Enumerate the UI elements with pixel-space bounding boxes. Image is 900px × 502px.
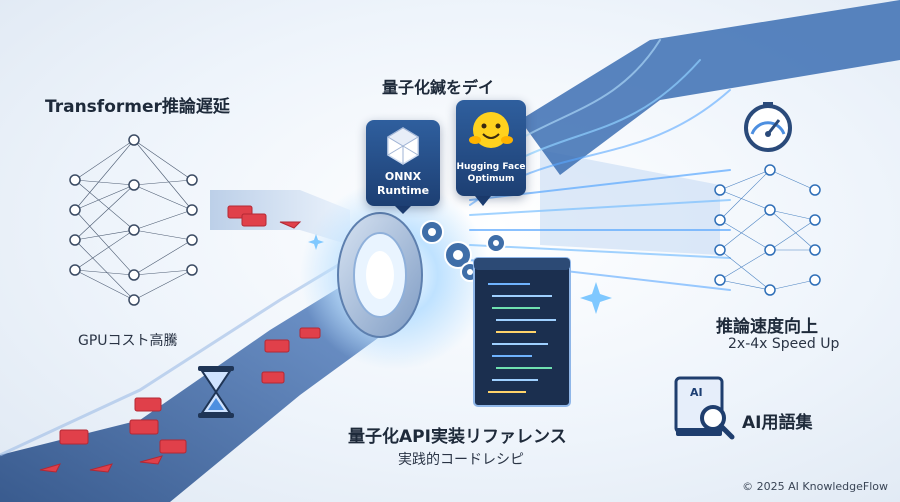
neural-network-icon: [74, 139, 193, 301]
gear-holes: [428, 228, 499, 275]
center-title: 量子化鍼をデイ: [382, 78, 495, 97]
reference-title: 量子化API実装リファレンス: [348, 427, 567, 447]
book-ai-label: AI: [690, 386, 703, 399]
speed-title: 推論速度向上: [716, 317, 818, 337]
left-title: Transformer推論遅延: [45, 97, 230, 117]
sparkle-icon: [308, 234, 612, 314]
speedometer-icon: [744, 102, 792, 152]
onnx-label-line1: ONNX: [384, 170, 422, 183]
copyright: © 2025 AI KnowledgeFlow: [742, 480, 888, 493]
output-neural-network-icon: [719, 169, 816, 291]
hugging-face-icon: [469, 112, 513, 148]
onnx-runtime-card: ONNX Runtime: [366, 120, 440, 206]
hourglass-icon: [198, 366, 234, 418]
hf-label-line2: Optimum: [467, 174, 515, 184]
gear-icon: [420, 220, 506, 282]
speed-subtitle: 2x-4x Speed Up: [728, 336, 840, 352]
output-network-nodes: [714, 164, 821, 296]
output-pipe: [520, 0, 900, 255]
hf-label-line1: Hugging Face: [456, 162, 526, 172]
neural-network-nodes: [69, 134, 198, 306]
book-search-icon: [674, 376, 735, 440]
hugging-face-optimum-card: Hugging Face Optimum: [456, 100, 526, 196]
hf-card-tail: [475, 196, 491, 206]
quantization-ring: [337, 212, 423, 338]
reference-subtitle: 実践的コードレシピ: [398, 452, 524, 468]
onnx-logo-icon: [387, 127, 419, 165]
code-panel-icon: [473, 257, 571, 407]
gpu-cost-label: GPUコスト高騰: [78, 333, 178, 349]
red-data-packets: [39, 205, 321, 473]
glossary-label: AI用語集: [742, 413, 813, 433]
onnx-label-line2: Runtime: [376, 184, 430, 197]
onnx-card-tail: [395, 206, 411, 214]
